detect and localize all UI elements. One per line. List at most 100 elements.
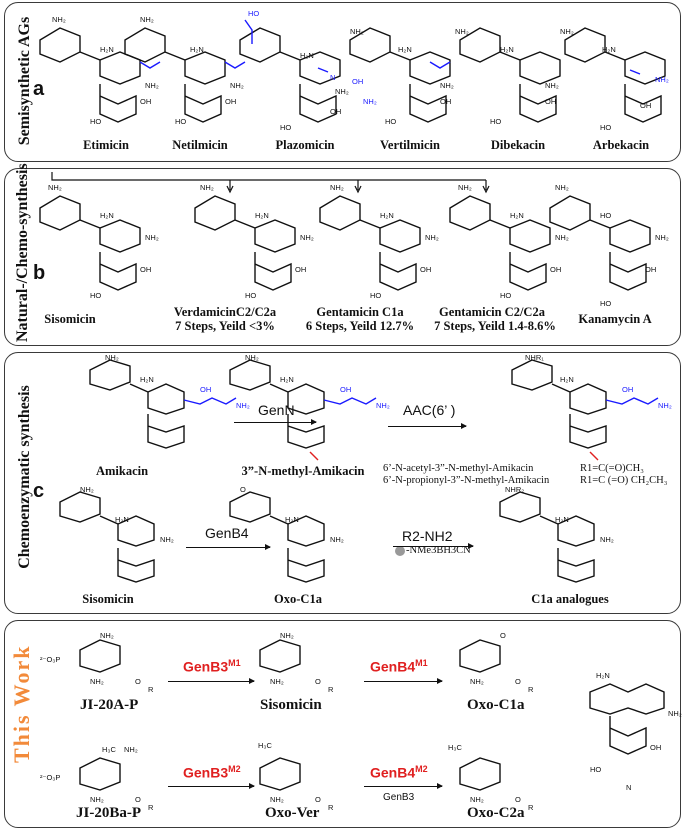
svg-text:NH₂: NH₂ — [245, 353, 259, 362]
svg-text:OH: OH — [645, 265, 656, 274]
svg-text:NH₂: NH₂ — [200, 183, 214, 192]
svg-text:NH₂: NH₂ — [52, 15, 66, 24]
compound-name: C1a analogues — [531, 592, 609, 606]
svg-text:NH₂: NH₂ — [470, 795, 484, 804]
svg-text:H₂N: H₂N — [255, 211, 269, 220]
svg-text:NH₂: NH₂ — [100, 631, 114, 640]
svg-text:HO: HO — [175, 117, 186, 126]
svg-text:R: R — [148, 803, 154, 812]
compound-name: Vertilmicin — [380, 138, 440, 152]
svg-text:NH₂: NH₂ — [440, 81, 454, 90]
compound-name: Plazomicin — [275, 138, 335, 152]
compound-name: Oxo-Ver — [265, 805, 320, 821]
svg-text:NH₂: NH₂ — [124, 745, 138, 754]
svg-text:NH₂: NH₂ — [455, 27, 469, 36]
reductant-label: -NMe3BH3CN — [406, 545, 471, 556]
svg-text:O: O — [515, 677, 521, 686]
svg-text:OH: OH — [330, 107, 341, 116]
svg-text:H₂N: H₂N — [115, 515, 129, 524]
compound-name: Arbekacin — [592, 138, 650, 152]
svg-text:O: O — [500, 631, 506, 640]
svg-text:NH₂: NH₂ — [560, 27, 574, 36]
svg-text:R: R — [328, 803, 334, 812]
svg-text:NH₂: NH₂ — [555, 183, 569, 192]
compound-name: Gentamicin C1a — [316, 305, 404, 319]
svg-text:HO: HO — [90, 291, 101, 300]
reaction-arrow — [364, 783, 443, 789]
compound-name: Dibekacin — [490, 138, 546, 152]
svg-text:NH₂: NH₂ — [145, 233, 159, 242]
reagent-label: R2-NH2 — [402, 528, 453, 544]
svg-text:NHR₂: NHR₂ — [505, 485, 524, 494]
svg-text:NH₂: NH₂ — [376, 401, 390, 410]
svg-text:NH₂: NH₂ — [145, 81, 159, 90]
svg-text:NH₂: NH₂ — [458, 183, 472, 192]
product-name: 6’-N-acetyl-3”-N-methyl-Amikacin — [383, 463, 534, 474]
svg-text:NH₂: NH₂ — [48, 183, 62, 192]
svg-text:OH: OH — [550, 265, 561, 274]
svg-text:NH₂: NH₂ — [470, 677, 484, 686]
svg-text:NH₂: NH₂ — [230, 81, 244, 90]
compound-name: Netilmicin — [172, 138, 228, 152]
compound-name: Kanamycin A — [578, 312, 652, 326]
svg-text:NH₂: NH₂ — [655, 233, 669, 242]
compound-name: JI-20Ba-P — [76, 805, 141, 821]
enzyme-label-red: GenB3M2 — [183, 764, 241, 781]
svg-text:H₂N: H₂N — [140, 375, 154, 384]
svg-text:OH: OH — [420, 265, 431, 274]
compound-name: Etimicin — [83, 138, 129, 152]
svg-text:R: R — [328, 685, 334, 694]
r1-definition: R1=C (=O) CH₂CH₃ — [580, 475, 668, 486]
svg-text:OH: OH — [295, 265, 306, 274]
reaction-arrow — [364, 678, 443, 684]
svg-text:N: N — [626, 783, 631, 792]
svg-text:H₂N: H₂N — [300, 51, 314, 60]
svg-text:OH: OH — [140, 97, 151, 106]
svg-text:OH: OH — [340, 385, 351, 394]
svg-text:HO: HO — [500, 291, 511, 300]
compound-name: Gentamicin C2/C2a — [439, 305, 545, 319]
compound-name: Sisomicin — [44, 312, 96, 326]
svg-text:OH: OH — [225, 97, 236, 106]
svg-text:HO: HO — [600, 211, 611, 220]
svg-text:H₃C: H₃C — [448, 743, 462, 752]
svg-text:NH₂: NH₂ — [600, 535, 614, 544]
svg-text:NH₂: NH₂ — [90, 795, 104, 804]
compound-name: Oxo-C2a — [467, 805, 525, 821]
reaction-arrow — [168, 783, 255, 789]
svg-text:NH₂: NH₂ — [270, 677, 284, 686]
svg-text:HO: HO — [370, 291, 381, 300]
svg-text:O: O — [515, 795, 521, 804]
svg-text:NH₂: NH₂ — [555, 233, 569, 242]
svg-text:NHR₁: NHR₁ — [525, 353, 544, 362]
reaction-arrow — [186, 544, 271, 550]
svg-text:H₂N: H₂N — [398, 45, 412, 54]
enzyme-label: GenB3 — [383, 792, 415, 803]
svg-text:NH₂: NH₂ — [330, 183, 344, 192]
yield-text: 6 Steps, Yeild 12.7% — [305, 319, 415, 333]
svg-text:NH₂: NH₂ — [350, 27, 364, 36]
r1-definition: R1=C(=O)CH₃ — [580, 463, 644, 474]
svg-text:OH: OH — [440, 97, 451, 106]
svg-text:NH₂: NH₂ — [300, 233, 314, 242]
svg-text:OH: OH — [140, 265, 151, 274]
enzyme-label: AAC(6’ ) — [403, 402, 456, 418]
svg-text:O: O — [135, 795, 141, 804]
svg-text:NH₂: NH₂ — [270, 795, 284, 804]
svg-text:H₂N: H₂N — [285, 515, 299, 524]
svg-text:OH: OH — [352, 77, 363, 86]
svg-text:OH: OH — [545, 97, 556, 106]
compound-name: 3”-N-methyl-Amikacin — [241, 464, 365, 478]
svg-text:NH₂: NH₂ — [105, 353, 119, 362]
svg-text:H₂N: H₂N — [280, 375, 294, 384]
svg-text:H₂N: H₂N — [555, 515, 569, 524]
yield-text: 7 Steps, Yeild <3% — [175, 319, 275, 333]
enzyme-label: GenB4 — [205, 525, 249, 541]
svg-text:H₂N: H₂N — [100, 211, 114, 220]
svg-text:H₂N: H₂N — [560, 375, 574, 384]
panel-b — [4, 168, 681, 346]
panel-b-letter: b — [33, 262, 46, 284]
